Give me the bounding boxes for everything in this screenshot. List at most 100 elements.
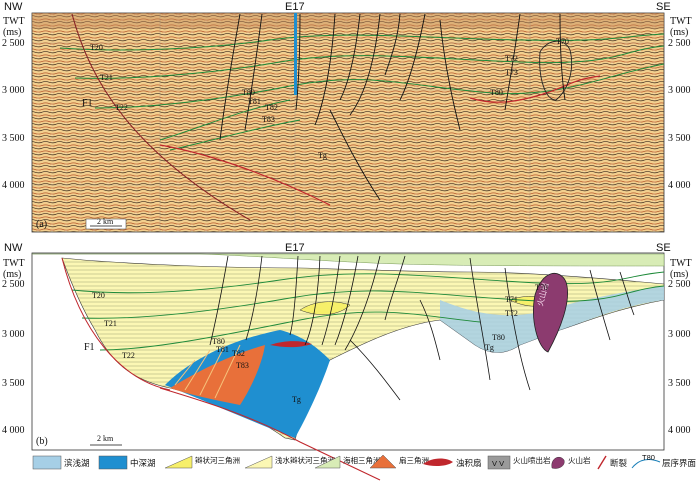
- legend-item-volcanic: 火山岩: [551, 455, 591, 469]
- panel-a-horizons: [59, 33, 665, 151]
- panel-a-well-bar: [294, 13, 297, 95]
- panel-a-fault-label: F1: [82, 98, 93, 109]
- tick-b-l-1: 3 000: [2, 329, 25, 340]
- a-h-t81: T81: [248, 97, 261, 106]
- panel-a: NW SE E17 TWT (ms) TWT (ms) 2 500 3 000 …: [2, 1, 692, 233]
- legend-label-5: 扇三角洲: [399, 455, 429, 465]
- panel-a-ms-left: (ms): [3, 27, 21, 38]
- panel-b-well-label: E17: [285, 242, 305, 254]
- legend-label-4: 海相三角洲: [343, 455, 381, 465]
- legend: 滨浅湖 中深湖 辫状河三角洲 浅水辫状河三角洲 海相三角洲 扇三角洲 浊积扇: [32, 453, 697, 470]
- legend-item-shallow-lake: 滨浅湖: [32, 455, 90, 470]
- b-h-t21: T21: [104, 319, 117, 328]
- a-h-t80: T80: [242, 88, 255, 97]
- tick-b-r-1: 3 000: [668, 329, 691, 340]
- panel-b-tg-line: [159, 387, 381, 481]
- panel-a-twt-left: TWT: [3, 16, 25, 27]
- b-h-t22: T22: [122, 351, 135, 360]
- panel-a-se: SE: [656, 1, 671, 13]
- tick-a-r-3: 4 000: [668, 180, 691, 191]
- legend-item-shallow-braided-delta: 浅水辫状河三角洲: [244, 455, 335, 469]
- a-h-t82: T82: [265, 103, 278, 112]
- a-h-tg: Tg: [318, 151, 327, 160]
- legend-item-braided-delta: 辫状河三角洲: [164, 455, 240, 469]
- b-h-t71: T71: [505, 295, 518, 304]
- turbidite-fan: [270, 341, 312, 348]
- panel-b-twt-right: TWT: [670, 258, 692, 269]
- b-h-t81: T81: [216, 345, 229, 354]
- legend-label-3: 浅水辫状河三角洲: [275, 455, 335, 465]
- panel-a-f1-fault: [71, 13, 251, 221]
- legend-item-deep-lake: 中深湖: [98, 455, 156, 470]
- panel-a-ticks-left: 2 500 3 000 3 500 4 000: [2, 38, 25, 191]
- b-h-tg: Tg: [292, 395, 301, 404]
- panel-b-scalebar: 2 km: [90, 434, 122, 446]
- tick-a-r-1: 3 000: [668, 85, 691, 96]
- tick-a-l-0: 2 500: [2, 38, 25, 49]
- panel-b-twt-left: TWT: [3, 258, 25, 269]
- b-h-t83: T83: [236, 361, 249, 370]
- panel-a-ms-right: (ms): [670, 27, 688, 38]
- b-h-t72: T72: [505, 309, 518, 318]
- legend-label-1: 中深湖: [130, 458, 156, 468]
- panel-a-tg-horizon: [159, 144, 331, 206]
- seismic-top-band: [32, 13, 664, 29]
- a-h-t73: T73: [505, 68, 518, 77]
- legend-label-6: 浊积扇: [456, 458, 482, 468]
- legend-item-fault: 断裂: [597, 455, 628, 470]
- legend-label-9: 断裂: [610, 458, 628, 468]
- b-h-tg-right: Tg: [485, 343, 494, 352]
- legend-icon-2: [164, 455, 193, 469]
- legend-label-2: 辫状河三角洲: [195, 455, 240, 465]
- tick-b-l-3: 4 000: [2, 425, 25, 436]
- panel-b-horizons: [71, 271, 665, 351]
- panel-a-well-label: E17: [285, 1, 305, 13]
- tick-b-l-2: 3 500: [2, 378, 25, 389]
- panel-a-nw: NW: [4, 1, 23, 13]
- legend-icon-8: [551, 457, 565, 469]
- a-h-t21: T21: [100, 73, 113, 82]
- legend-label-10: 层序界面: [662, 458, 697, 468]
- legend-vv-glyph: V V: [492, 459, 504, 468]
- panel-b-ms-left: (ms): [3, 269, 21, 280]
- a-h-t83: T83: [262, 115, 275, 124]
- a-h-t70: T70: [556, 37, 569, 46]
- panel-b-ms-right: (ms): [670, 269, 688, 280]
- tick-a-l-3: 4 000: [2, 180, 25, 191]
- b-h-t80: T80: [212, 337, 225, 346]
- legend-item-turbidite: 浊积扇: [423, 458, 482, 468]
- tick-a-l-2: 3 500: [2, 133, 25, 144]
- panel-b-fault-label: F1: [84, 342, 95, 353]
- legend-item-fan-delta: 扇三角洲: [369, 454, 429, 469]
- panel-a-volcanic-outline: [539, 40, 573, 101]
- legend-icon-5: [369, 454, 397, 469]
- legend-item-sequence-boundary: T80 层序界面: [631, 453, 697, 469]
- b-h-t20: T20: [92, 291, 105, 300]
- legend-icon-6: [423, 458, 453, 467]
- a-h-t20: T20: [90, 43, 103, 52]
- panel-b-f1-boundary: [61, 257, 171, 391]
- fan-delta: [170, 345, 265, 405]
- panel-a-scale-text: 2 km: [97, 217, 114, 226]
- tick-a-r-0: 2 500: [668, 38, 691, 49]
- legend-label-7: 火山喷出岩: [513, 455, 551, 465]
- panel-b-ticks-right: 2 500 3 000 3 500 4 000: [668, 279, 691, 436]
- legend-icon-7: [487, 455, 511, 470]
- panel-b-tag: (b): [36, 436, 48, 447]
- fan-delta-streaks: [174, 344, 241, 399]
- tick-a-r-2: 3 500: [668, 133, 691, 144]
- panel-a-t80-right: [469, 75, 601, 103]
- legend-icon-9: [597, 455, 607, 470]
- legend-label-0: 滨浅湖: [64, 458, 90, 468]
- a-h-t80-right: T80: [490, 88, 503, 97]
- tick-b-r-2: 3 500: [668, 378, 691, 389]
- b-h-t80-right: T80: [492, 333, 505, 342]
- seismic-section: [31, 12, 665, 233]
- legend-label-8: 火山岩: [568, 455, 591, 465]
- panel-a-scalebar: 2 km: [85, 217, 127, 230]
- panel-b-faults: [209, 255, 635, 401]
- panel-a-twt-right: TWT: [670, 16, 692, 27]
- a-h-t22: T22: [115, 103, 128, 112]
- legend-tag-10: T80: [642, 453, 655, 462]
